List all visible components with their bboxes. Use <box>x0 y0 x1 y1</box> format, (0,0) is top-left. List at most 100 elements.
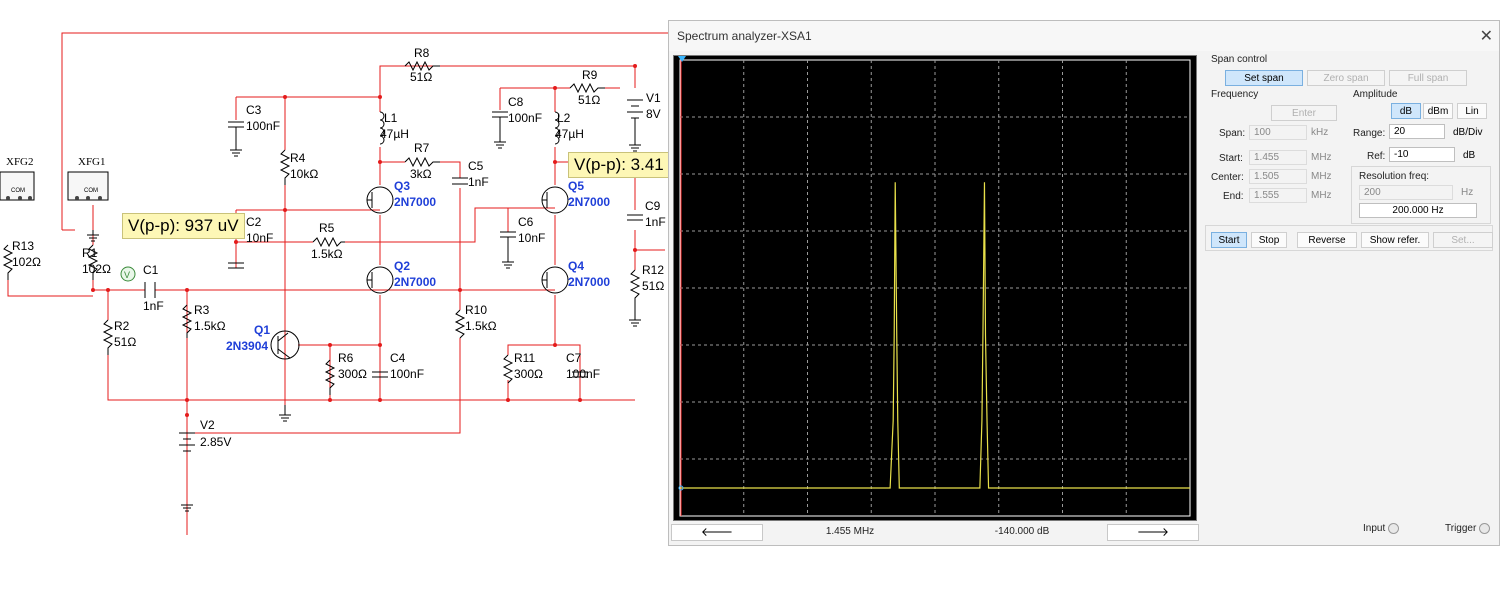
svg-text:R2: R2 <box>114 319 130 333</box>
trigger-radio-icon[interactable] <box>1479 523 1491 534</box>
range-field[interactable]: 20 <box>1389 124 1445 139</box>
svg-text:C3: C3 <box>246 103 262 117</box>
input-terminal[interactable]: Input <box>1363 523 1400 534</box>
svg-text:102Ω: 102Ω <box>82 262 111 276</box>
svg-text:R8: R8 <box>414 46 430 60</box>
svg-text:COM: COM <box>84 188 98 194</box>
svg-text:L1: L1 <box>384 111 398 125</box>
svg-text:100nF: 100nF <box>246 119 280 133</box>
svg-text:1nF: 1nF <box>645 215 666 229</box>
svg-text:R7: R7 <box>414 141 430 155</box>
svg-text:C7: C7 <box>566 351 582 365</box>
amplitude-title: Amplitude <box>1353 89 1398 100</box>
svg-text:300Ω: 300Ω <box>514 367 543 381</box>
cursor-marker-icon <box>678 56 686 62</box>
baseline-marker-icon <box>678 485 684 491</box>
full-span-button[interactable]: Full span <box>1389 70 1467 86</box>
svg-text:R6: R6 <box>338 351 354 365</box>
spectrum-plot <box>678 56 1191 517</box>
cursor-right-button[interactable]: 🡒 <box>1107 524 1199 541</box>
resolution-readout: 200.000 Hz <box>1359 203 1477 218</box>
svg-text:2N7000: 2N7000 <box>394 275 436 289</box>
svg-text:51Ω: 51Ω <box>114 335 136 349</box>
resolution-field[interactable]: 200 <box>1359 185 1453 200</box>
title-bar[interactable]: Spectrum analyzer-XSA1 ✕ <box>669 21 1499 51</box>
junctions <box>91 64 637 417</box>
svg-text:1.5kΩ: 1.5kΩ <box>311 247 343 261</box>
end-field[interactable]: 1.555 <box>1249 188 1307 203</box>
svg-text:300Ω: 300Ω <box>338 367 367 381</box>
status-bar: 🡐 1.455 MHz -140.000 dB 🡒 <box>671 523 1199 541</box>
svg-text:10kΩ: 10kΩ <box>290 167 318 181</box>
frequency-title: Frequency <box>1211 89 1259 100</box>
cursor-frequency: 1.455 MHz <box>825 526 875 537</box>
svg-text:C4: C4 <box>390 351 406 365</box>
xfg2-label[interactable]: XFG2 <box>6 156 34 168</box>
ref-field[interactable]: -10 <box>1389 147 1455 162</box>
dbm-button[interactable]: dBm <box>1423 103 1453 119</box>
svg-text:C1: C1 <box>143 263 159 277</box>
svg-text:1.5kΩ: 1.5kΩ <box>194 319 226 333</box>
spectrum-display <box>673 55 1197 521</box>
svg-text:R5: R5 <box>319 221 335 235</box>
svg-text:R1: R1 <box>82 246 98 260</box>
svg-text:51Ω: 51Ω <box>410 70 432 84</box>
enter-button[interactable]: Enter <box>1271 105 1337 121</box>
svg-text:C5: C5 <box>468 159 484 173</box>
svg-text:100nF: 100nF <box>390 367 424 381</box>
show-refer-button[interactable]: Show refer. <box>1361 232 1429 248</box>
center-field[interactable]: 1.505 <box>1249 169 1307 184</box>
svg-text:V1: V1 <box>646 91 661 105</box>
svg-text:102Ω: 102Ω <box>12 255 41 269</box>
svg-text:Q4: Q4 <box>568 259 584 273</box>
window-title: Spectrum analyzer-XSA1 <box>677 29 812 43</box>
start-button[interactable]: Start <box>1211 232 1247 248</box>
component-symbols <box>0 60 643 512</box>
svg-text:10nF: 10nF <box>518 231 545 245</box>
svg-text:R4: R4 <box>290 151 306 165</box>
svg-text:3kΩ: 3kΩ <box>410 167 432 181</box>
generator-pins <box>6 196 102 200</box>
svg-text:100nF: 100nF <box>508 111 542 125</box>
svg-text:47µH: 47µH <box>555 127 584 141</box>
spectrum-analyzer-window: Spectrum analyzer-XSA1 ✕ 🡐 1.455 MHz -14… <box>668 20 1500 546</box>
svg-text:Q2: Q2 <box>394 259 410 273</box>
reverse-button[interactable]: Reverse <box>1297 232 1357 248</box>
svg-text:10nF: 10nF <box>246 231 273 245</box>
resolution-group <box>1351 166 1491 224</box>
trigger-terminal[interactable]: Trigger <box>1445 523 1491 534</box>
svg-text:2N7000: 2N7000 <box>568 195 610 209</box>
start-field[interactable]: 1.455 <box>1249 150 1307 165</box>
set-button[interactable]: Set... <box>1433 232 1493 248</box>
svg-text:V: V <box>124 270 130 280</box>
svg-text:Q3: Q3 <box>394 179 410 193</box>
svg-text:Q5: Q5 <box>568 179 584 193</box>
svg-text:V2: V2 <box>200 418 215 432</box>
lin-button[interactable]: Lin <box>1457 103 1487 119</box>
span-control-title: Span control <box>1211 54 1268 65</box>
svg-text:2N3904: 2N3904 <box>226 339 268 353</box>
cursor-left-button[interactable]: 🡐 <box>671 524 763 541</box>
svg-text:L2: L2 <box>557 111 571 125</box>
svg-text:100nF: 100nF <box>566 367 600 381</box>
resolution-title: Resolution freq: <box>1359 171 1430 182</box>
svg-text:2.85V: 2.85V <box>200 435 231 449</box>
svg-text:C8: C8 <box>508 95 524 109</box>
close-icon[interactable]: ✕ <box>1479 28 1493 45</box>
cursor-level: -140.000 dB <box>994 526 1050 537</box>
set-span-button[interactable]: Set span <box>1225 70 1303 86</box>
span-field[interactable]: 100 <box>1249 125 1307 140</box>
xfg1-label[interactable]: XFG1 <box>78 156 106 168</box>
probe-readout-2[interactable]: V(p-p): 3.41 mV <box>568 152 680 178</box>
zero-span-button[interactable]: Zero span <box>1307 70 1385 86</box>
svg-text:1.5kΩ: 1.5kΩ <box>465 319 497 333</box>
input-radio-icon[interactable] <box>1388 523 1400 534</box>
probe-readout-1[interactable]: V(p-p): 937 uV <box>122 213 245 239</box>
stop-button[interactable]: Stop <box>1251 232 1287 248</box>
db-button[interactable]: dB <box>1391 103 1421 119</box>
svg-text:C6: C6 <box>518 215 534 229</box>
svg-text:R10: R10 <box>465 303 487 317</box>
svg-text:1nF: 1nF <box>468 175 489 189</box>
